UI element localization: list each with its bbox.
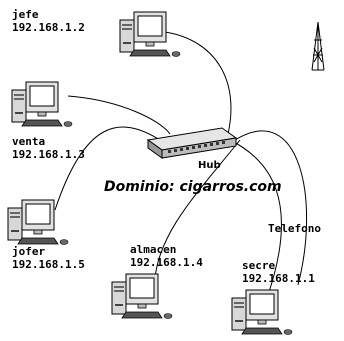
node-name: jofer (12, 245, 46, 258)
link-hub-antenna (234, 130, 308, 286)
computer-icon-jefe (119, 11, 181, 57)
node-ip: 192.168.1.2 (12, 21, 85, 34)
node-name: jefe (12, 8, 39, 21)
node-ip: 192.168.1.4 (130, 256, 203, 269)
hub-icon (146, 127, 238, 159)
computer-icon-venta (11, 81, 73, 127)
node-label-secre: secre 192.168.1.1 (242, 259, 315, 285)
link-venta-hub (67, 95, 171, 135)
node-label-jofer: jofer 192.168.1.5 (12, 245, 85, 271)
computer-icon-jofer (7, 199, 69, 245)
antenna-icon (311, 21, 325, 71)
computer-icon-almacen (111, 273, 173, 319)
node-label-almacen: almacen 192.168.1.4 (130, 243, 203, 269)
computer-icon-secre (231, 289, 293, 335)
node-ip: 192.168.1.3 (12, 148, 85, 161)
node-name: secre (242, 259, 276, 272)
node-label-venta: venta 192.168.1.3 (12, 135, 85, 161)
link-secre-hub (229, 139, 282, 296)
node-name: almacen (130, 243, 177, 256)
node-ip: 192.168.1.1 (242, 272, 315, 285)
hub-label: Hub (198, 160, 221, 171)
domain-label: Dominio: cigarros.com (104, 179, 282, 195)
node-label-jefe: jefe 192.168.1.2 (12, 8, 85, 34)
link-almacen-hub (154, 139, 241, 279)
node-ip: 192.168.1.5 (12, 258, 85, 271)
node-name: venta (12, 135, 46, 148)
phone-link-label: Telefono (268, 222, 321, 235)
link-jofer-hub (54, 126, 161, 211)
link-jefe-hub (164, 31, 232, 135)
